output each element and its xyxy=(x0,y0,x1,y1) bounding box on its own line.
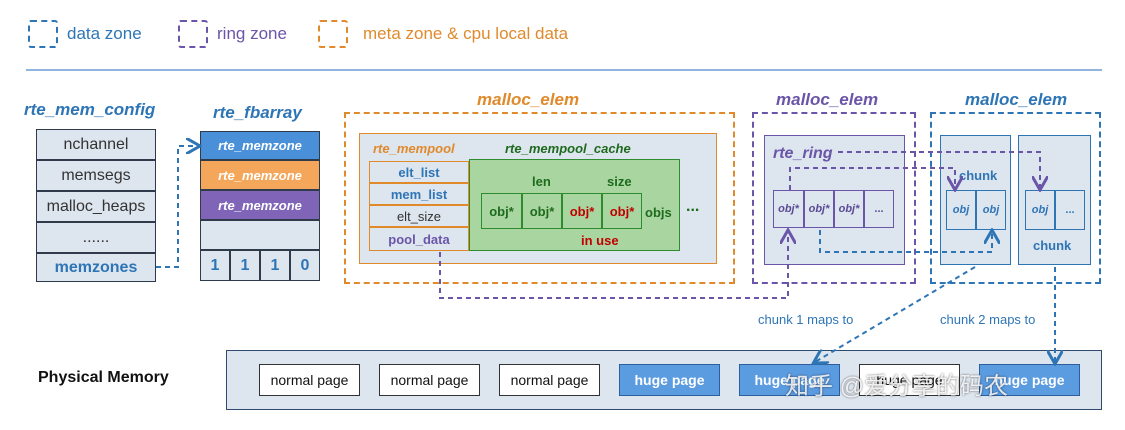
cache-len-label: len xyxy=(532,174,551,189)
chunk-1-obj-1: obj xyxy=(946,190,976,230)
legend-ring-zone-label: ring zone xyxy=(217,24,287,43)
mem-config-memzones: memzones xyxy=(36,253,156,282)
mem-config-memsegs: memsegs xyxy=(36,160,156,191)
mempool-cache-title: rte_mempool_cache xyxy=(505,141,631,156)
pool-data-to-ring-arrow xyxy=(439,232,788,299)
ring-slot-2: obj* xyxy=(804,190,834,228)
page-normal-1: normal page xyxy=(259,364,360,396)
cache-obj-2: obj* xyxy=(522,193,562,229)
mem-config-nchannel: nchannel xyxy=(36,129,156,160)
chunk-2-obj-1: obj xyxy=(1025,190,1055,230)
page-huge-2: huge page xyxy=(739,364,840,396)
chunk-2-label: chunk xyxy=(1033,238,1072,253)
page-huge-1: huge page xyxy=(619,364,720,396)
divider-line xyxy=(26,69,1102,71)
fbarray-bit-3: 1 xyxy=(260,250,290,281)
mem-config-ellipsis: ...... xyxy=(36,222,156,253)
mempool-field-elt-list: elt_list xyxy=(369,161,469,183)
malloc-elem-3-title: malloc_elem xyxy=(965,90,1068,109)
page-normal-2: normal page xyxy=(379,364,480,396)
chunk-1-obj-2: obj xyxy=(976,190,1006,230)
chunk-1-maps-label: chunk 1 maps to xyxy=(758,312,854,327)
legend-meta-zone-label: meta zone & cpu local data xyxy=(363,24,569,43)
fbarray-bit-2: 1 xyxy=(230,250,260,281)
chunk-1-label: chunk xyxy=(959,168,998,183)
malloc-elem-3-zone xyxy=(930,112,1101,284)
ring-to-chunk1-arrow xyxy=(789,167,955,190)
legend-ring-zone-swatch xyxy=(178,20,208,48)
malloc-elem-2-title: malloc_elem xyxy=(776,90,879,109)
ring-to-chunk1-bottom-arrow xyxy=(819,230,992,253)
page-huge-3: huge page xyxy=(859,364,960,396)
legend-meta-zone-swatch xyxy=(318,20,348,48)
memzones-to-fbarray-arrow xyxy=(156,146,198,268)
chunk1-to-huge-page-arrow xyxy=(815,266,976,362)
mempool-field-pool-data: pool_data xyxy=(369,227,469,251)
chunk-2-maps-label: chunk 2 maps to xyxy=(940,312,1036,327)
mem-config-malloc-heaps: malloc_heaps xyxy=(36,191,156,222)
watermark: 知乎 @爱分享的码农 xyxy=(785,373,1009,400)
cache-objs-label: objs xyxy=(645,205,672,220)
physical-memory-title: Physical Memory xyxy=(38,369,169,386)
malloc-elem-1-zone xyxy=(344,112,735,284)
cache-obj-3: obj* xyxy=(562,193,602,229)
cache-in-use-label: in use xyxy=(581,233,619,248)
mempool-field-mem-list: mem_list xyxy=(369,183,469,205)
mempool-ellipsis: ... xyxy=(686,198,700,215)
legend-data-zone-label: data zone xyxy=(67,24,142,43)
fbarray-memzone-3: rte_memzone xyxy=(200,190,320,220)
mempool-title: rte_mempool xyxy=(373,141,455,156)
ring-top-to-chunk2-arrow xyxy=(838,151,1040,188)
ring-title: rte_ring xyxy=(773,145,833,162)
page-normal-3: normal page xyxy=(499,364,600,396)
fbarray-title: rte_fbarray xyxy=(213,103,302,122)
fbarray-memzone-2: rte_memzone xyxy=(200,160,320,190)
ring-slot-3: obj* xyxy=(834,190,864,228)
mempool-field-elt-size: elt_size xyxy=(369,205,469,227)
cache-obj-4: obj* xyxy=(602,193,642,229)
malloc-elem-1-title: malloc_elem xyxy=(477,90,580,109)
ring-slot-1: obj* xyxy=(773,190,804,228)
chunk-2-obj-2: ... xyxy=(1055,190,1085,230)
page-huge-4: huge page xyxy=(979,364,1080,396)
ring-slot-4: ... xyxy=(864,190,894,228)
malloc-elem-2-zone xyxy=(752,112,916,284)
mem-config-title: rte_mem_config xyxy=(24,100,156,119)
cache-obj-1: obj* xyxy=(481,193,522,229)
cache-size-label: size xyxy=(607,174,632,189)
fbarray-empty-slot xyxy=(200,220,320,250)
fbarray-bit-4: 0 xyxy=(290,250,320,281)
fbarray-bit-1: 1 xyxy=(200,250,230,281)
legend-data-zone-swatch xyxy=(28,20,58,48)
